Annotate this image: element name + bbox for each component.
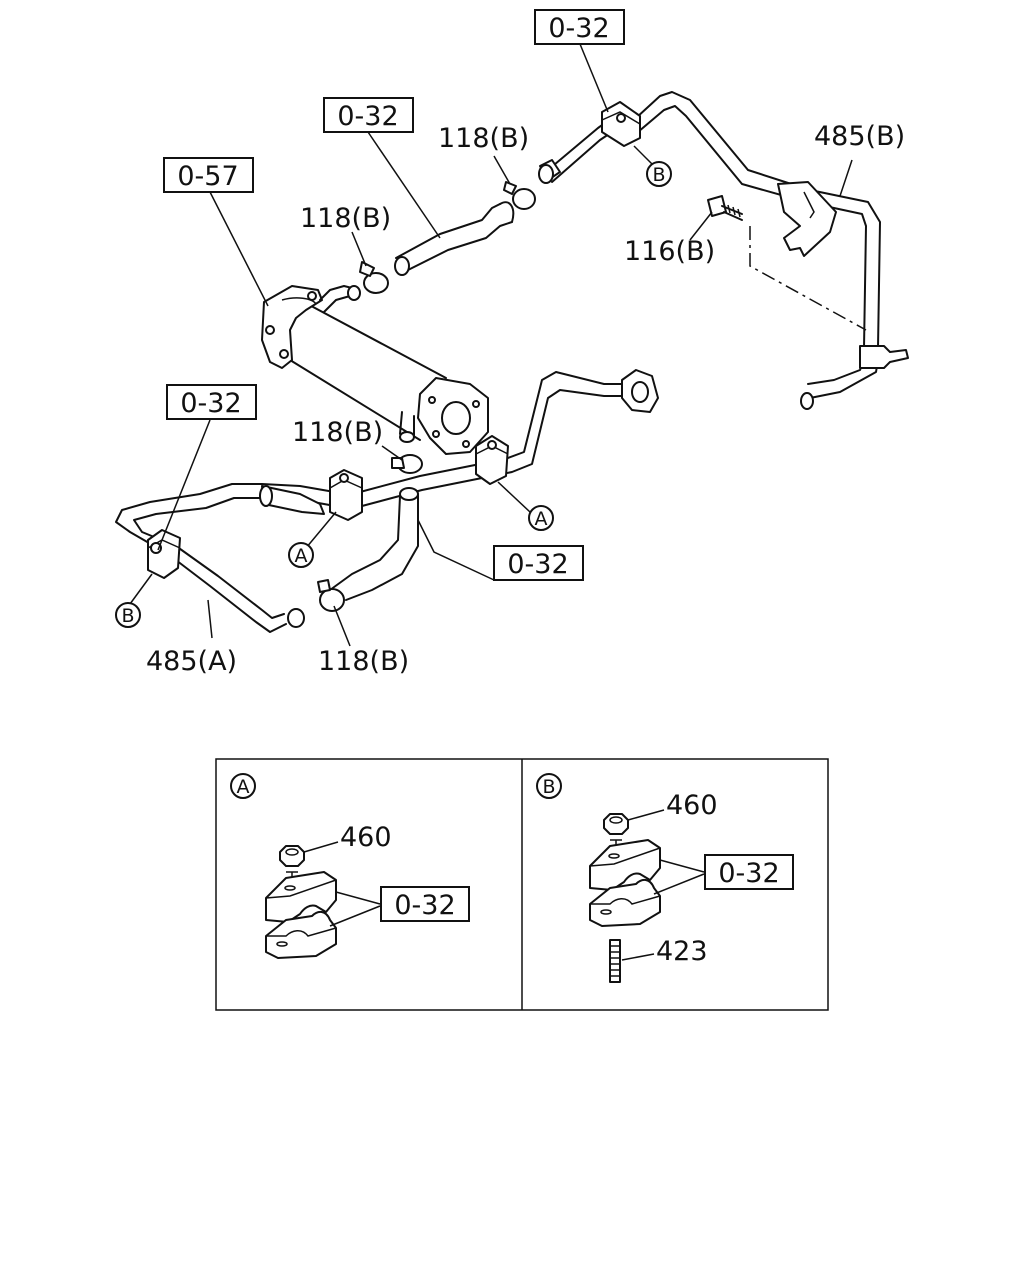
bolt-centerline bbox=[749, 226, 867, 331]
clamp-b-left bbox=[147, 529, 181, 579]
svg-text:A: A bbox=[237, 776, 250, 798]
detail-b-nut bbox=[603, 813, 629, 841]
marker-a-main: A bbox=[528, 505, 554, 531]
detail-a: A 0-32 460 bbox=[230, 773, 470, 959]
label-bolt: 116(B) bbox=[624, 236, 715, 267]
detail-a-clamp-lower bbox=[265, 910, 337, 959]
detail-b-marker: B bbox=[536, 773, 562, 799]
clip-top bbox=[503, 181, 536, 210]
label-clip-upper: 118(B) bbox=[300, 203, 391, 234]
svg-text:B: B bbox=[121, 605, 134, 627]
detail-panel bbox=[215, 758, 829, 1011]
clamp-a-left bbox=[329, 469, 363, 521]
bracket bbox=[777, 181, 837, 257]
lower-hose bbox=[329, 487, 419, 601]
svg-text:B: B bbox=[652, 164, 665, 186]
svg-text:B: B bbox=[542, 776, 555, 798]
upper-hose bbox=[394, 201, 515, 276]
ref-box-cooler: 0-57 bbox=[163, 157, 254, 193]
detail-a-clamp-upper bbox=[265, 871, 337, 923]
detail-b-nut-label: 460 bbox=[666, 790, 718, 821]
label-pipe-a: 485(A) bbox=[146, 646, 237, 677]
label-clip-top: 118(B) bbox=[438, 123, 529, 154]
clamp-a-main bbox=[475, 435, 509, 485]
main-pipe bbox=[359, 369, 659, 507]
detail-b-clamp-upper bbox=[589, 839, 661, 891]
detail-b-stud-label: 423 bbox=[656, 936, 708, 967]
detail-a-marker: A bbox=[230, 773, 256, 799]
detail-b: B 0-32 460 423 bbox=[536, 773, 794, 983]
clamp-top bbox=[601, 101, 641, 147]
pipe-485a bbox=[115, 483, 347, 633]
ref-box-left-text: 0-32 bbox=[180, 388, 241, 419]
leader-lines bbox=[129, 43, 853, 647]
svg-text:A: A bbox=[295, 545, 308, 567]
marker-b-left: B bbox=[115, 602, 141, 628]
detail-b-clamp-lower bbox=[589, 878, 661, 927]
detail-a-ref: 0-32 bbox=[394, 890, 455, 921]
ref-box-hose-upper: 0-32 bbox=[323, 97, 414, 133]
label-pipe-b: 485(B) bbox=[814, 121, 905, 152]
ref-box-cooler-text: 0-57 bbox=[177, 161, 238, 192]
detail-a-nut-label: 460 bbox=[340, 822, 392, 853]
detail-b-stud bbox=[609, 939, 621, 983]
ref-box-hose-upper-text: 0-32 bbox=[337, 101, 398, 132]
svg-text:A: A bbox=[535, 508, 548, 530]
egr-cooler bbox=[261, 285, 489, 455]
clip-middle bbox=[391, 454, 423, 474]
clip-lower bbox=[317, 579, 345, 612]
ref-box-top-text: 0-32 bbox=[548, 13, 609, 44]
ref-box-lower-hose-text: 0-32 bbox=[507, 549, 568, 580]
detail-a-nut bbox=[279, 845, 305, 873]
ref-box-lower-hose: 0-32 bbox=[493, 545, 584, 581]
marker-a-left: A bbox=[288, 542, 314, 568]
bolt-116b bbox=[707, 195, 743, 221]
detail-b-ref: 0-32 bbox=[718, 858, 779, 889]
ref-box-top: 0-32 bbox=[534, 9, 625, 45]
marker-b-top: B bbox=[646, 161, 672, 187]
clip-upper bbox=[359, 261, 389, 294]
label-clip-lower: 118(B) bbox=[318, 646, 409, 677]
pipe-485b bbox=[538, 91, 909, 410]
ref-box-left: 0-32 bbox=[166, 384, 257, 420]
label-clip-middle: 118(B) bbox=[292, 417, 383, 448]
